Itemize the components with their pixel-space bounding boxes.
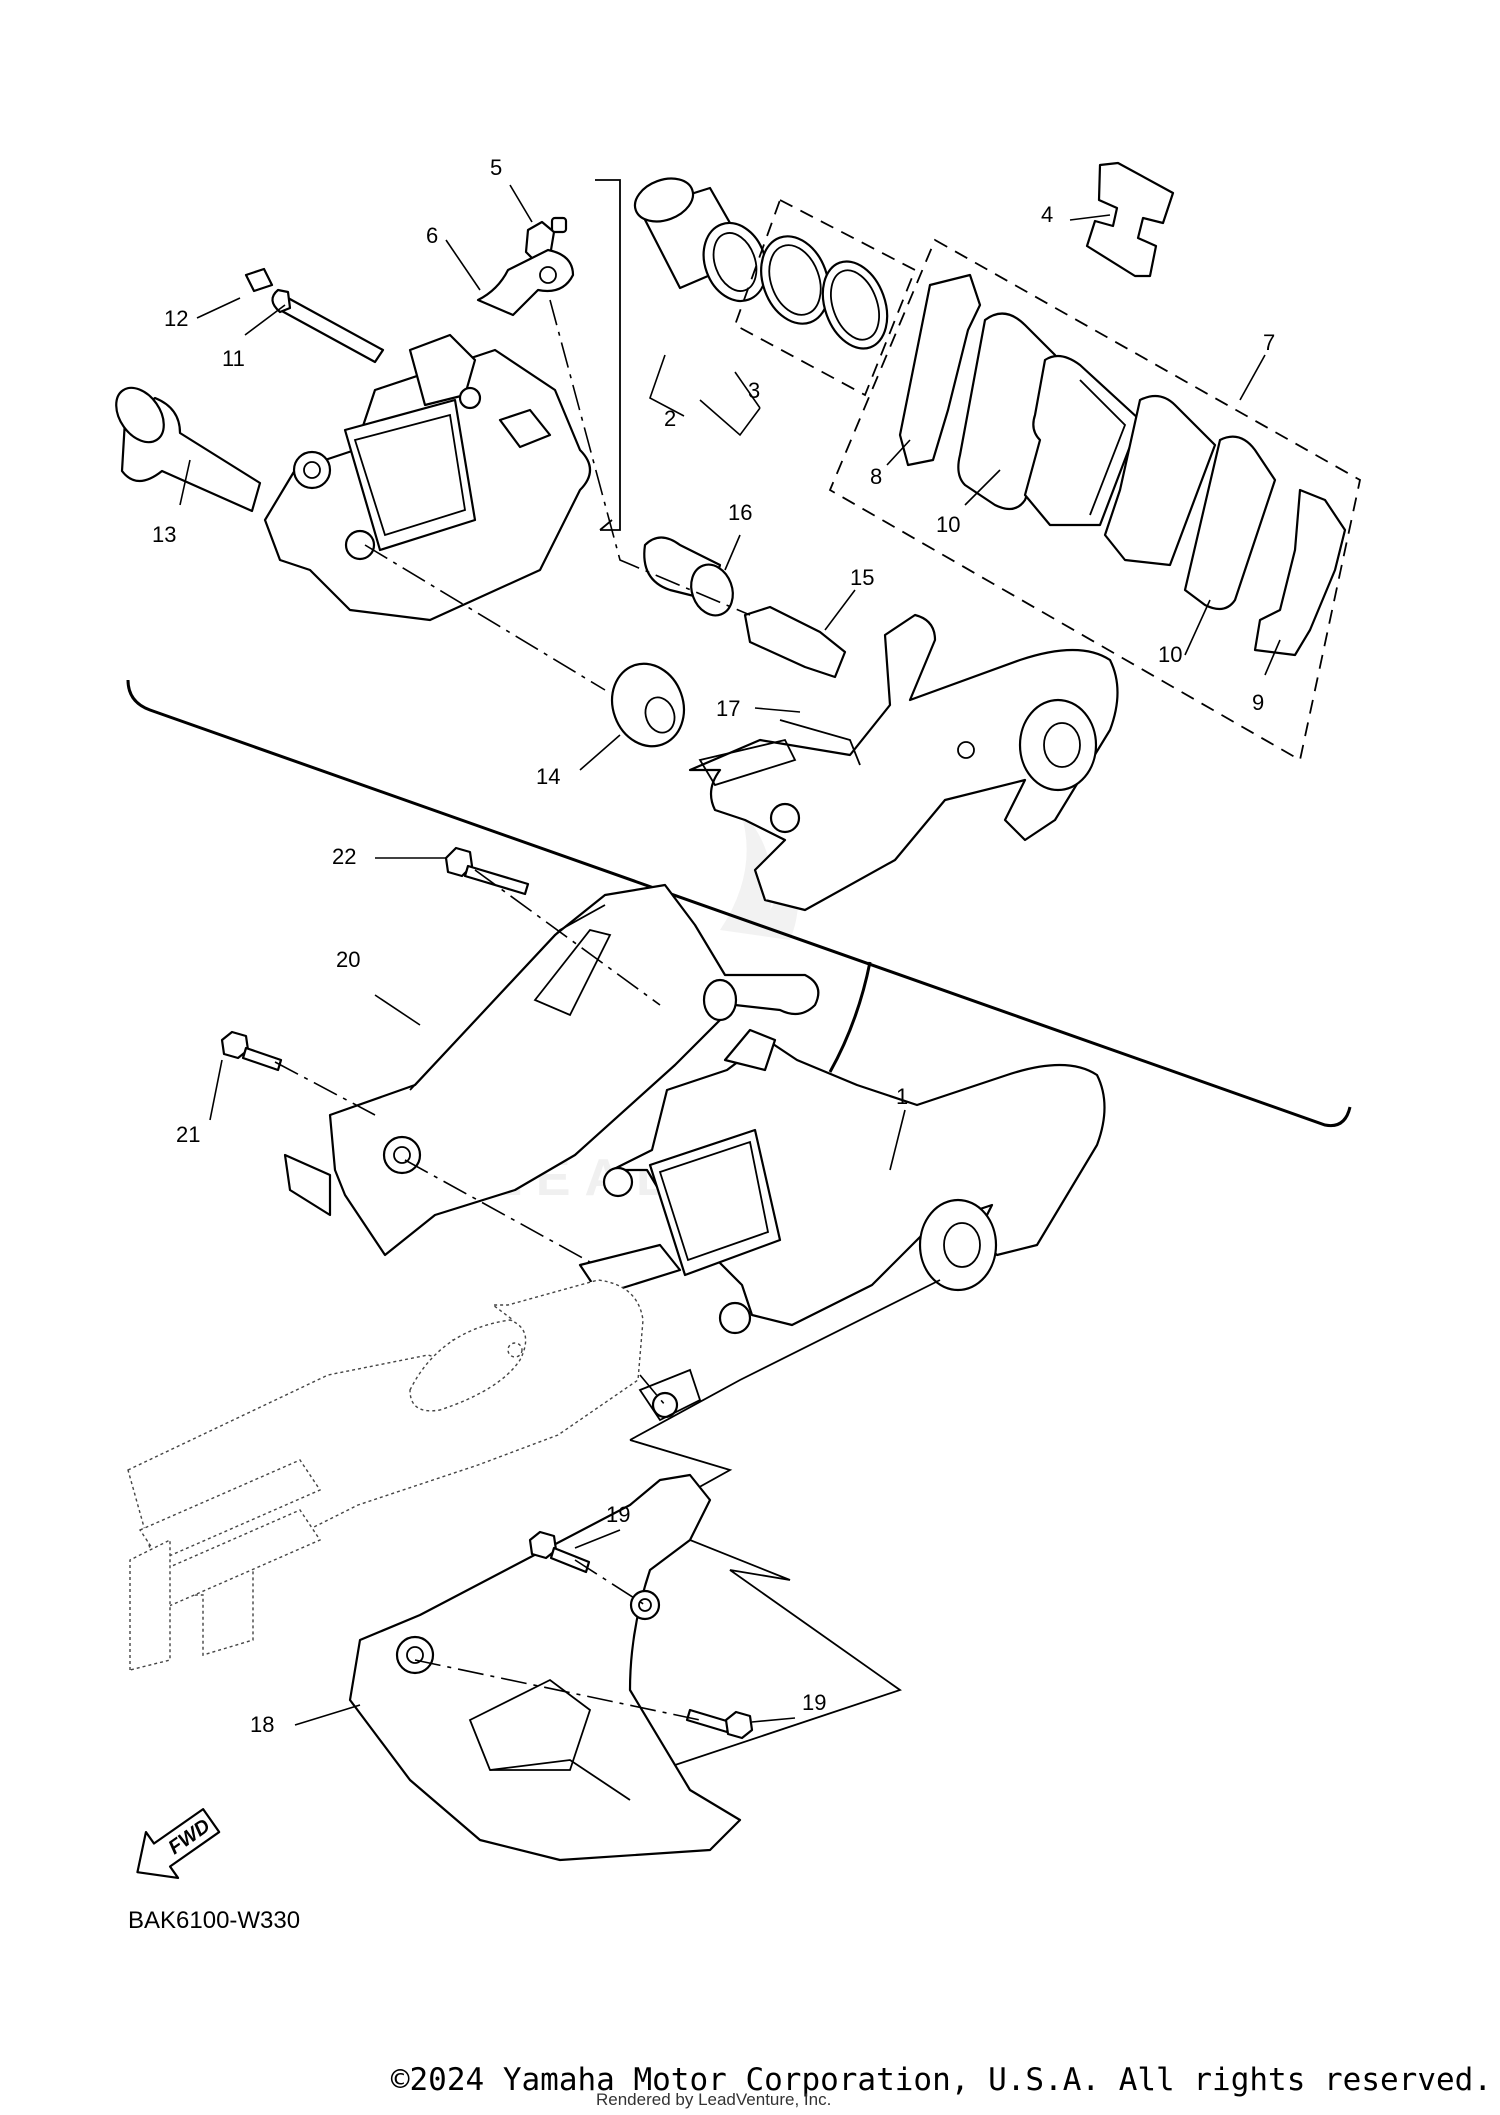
diagram-code: BAK6100-W330 — [128, 1907, 300, 1934]
shim-9 — [1253, 488, 1347, 657]
assembly-bracket — [126, 679, 1352, 1128]
callouts: 5 6 12 11 13 4 2 3 7 8 10 10 9 16 15 17 … — [152, 155, 1275, 1737]
pad-kit-7-dashed-box — [828, 238, 1362, 762]
callout-10-b: 10 — [1158, 642, 1182, 667]
rendered-by-notice: Rendered by LeadVenture, Inc. — [596, 2090, 832, 2109]
shim-8 — [898, 273, 982, 467]
seals-3-dashed-box — [733, 198, 917, 397]
swingarm-ghost — [127, 1279, 644, 1671]
callout-20: 20 — [336, 947, 360, 972]
callout-5: 5 — [490, 155, 502, 180]
callout-14: 14 — [536, 764, 560, 789]
callout-2: 2 — [664, 406, 676, 431]
pin-15 — [743, 605, 847, 679]
callout-18: 18 — [250, 1712, 274, 1737]
copyright-text: ©2024 Yamaha Motor Corporation, U.S.A. A… — [390, 2062, 1492, 2098]
callout-11: 11 — [222, 346, 245, 371]
guard-bracket-20 — [283, 883, 820, 1257]
leader-lines — [179, 184, 1281, 1726]
caliper-body — [263, 333, 592, 622]
callout-22: 22 — [332, 844, 356, 869]
assembly-bracket-tick — [828, 961, 872, 1073]
callout-21: 21 — [176, 1122, 200, 1147]
guide-pin-13 — [115, 386, 262, 513]
bolt-22 — [444, 846, 530, 896]
callout-17: 17 — [716, 696, 740, 721]
boot-16 — [643, 536, 734, 617]
callout-6: 6 — [426, 223, 438, 248]
plug-12 — [244, 267, 274, 293]
callout-9: 9 — [1252, 690, 1264, 715]
callout-13: 13 — [152, 522, 176, 547]
callout-1: 1 — [896, 1084, 908, 1109]
pin-11 — [271, 288, 385, 364]
bolt-21 — [220, 1030, 283, 1072]
callout-10-a: 10 — [936, 512, 960, 537]
piston-2 — [633, 177, 768, 303]
pad-spring-4 — [1085, 161, 1175, 278]
brake-pad-10-d — [1183, 435, 1277, 611]
callout-16: 16 — [728, 500, 752, 525]
callout-19-a: 19 — [606, 1502, 630, 1527]
callout-4: 4 — [1041, 202, 1053, 227]
boot-14 — [611, 662, 685, 748]
callout-8: 8 — [870, 464, 882, 489]
centre-lines — [274, 179, 751, 1721]
bolt-19-lower — [685, 1708, 754, 1740]
cap-6 — [476, 248, 575, 317]
callout-7: 7 — [1263, 330, 1275, 355]
callout-19-b: 19 — [802, 1690, 826, 1715]
callout-15: 15 — [850, 565, 874, 590]
seals-3 — [760, 235, 889, 350]
bolt-19-upper — [528, 1530, 591, 1574]
callout-3: 3 — [748, 378, 760, 403]
brake-pad-10-c — [1103, 394, 1217, 567]
caliper-assembly-1 — [578, 1028, 1106, 1422]
fwd-arrow-icon: FWD — [136, 1808, 221, 1880]
disc-guard-18 — [348, 1473, 742, 1862]
callout-12: 12 — [164, 306, 188, 331]
caliper-bracket-17 — [688, 613, 1119, 912]
brake-pad-10-b — [1023, 354, 1142, 527]
